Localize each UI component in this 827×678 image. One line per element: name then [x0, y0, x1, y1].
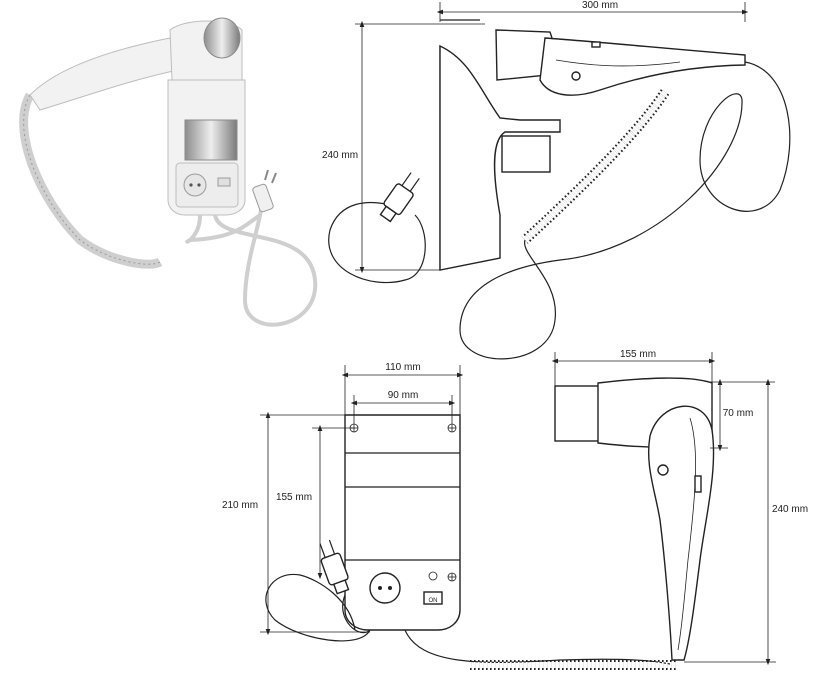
- dim-dryer-height: 240 mm: [772, 504, 808, 515]
- dim-hole-spacing: 90 mm: [388, 390, 419, 401]
- holder-front-view: ON 110 mm 90 mm 210 mm 155 mm: [222, 362, 671, 665]
- on-switch: [423, 591, 443, 605]
- switch-label: ON: [429, 598, 438, 604]
- mounting-hole-lower-right: [447, 572, 457, 582]
- dim-plug-height: 155 mm: [276, 492, 312, 503]
- socket-icon: [369, 572, 401, 604]
- mounting-hole-right: [447, 423, 457, 433]
- dryer-side-view: 155 mm 70 mm 240 mm: [470, 349, 808, 670]
- dim-holder-height: 210 mm: [222, 500, 258, 511]
- dim-dryer-length: 155 mm: [620, 349, 656, 360]
- indicator-light-icon: [428, 571, 438, 581]
- product-photo: [19, 17, 318, 327]
- dim-dryer-nozzle: 70 mm: [723, 408, 754, 419]
- side-view: 300 mm 240 mm: [322, 0, 791, 360]
- dim-side-height: 240 mm: [322, 150, 358, 161]
- dim-holder-width: 110 mm: [385, 362, 420, 373]
- dim-side-width: 300 mm: [582, 0, 618, 11]
